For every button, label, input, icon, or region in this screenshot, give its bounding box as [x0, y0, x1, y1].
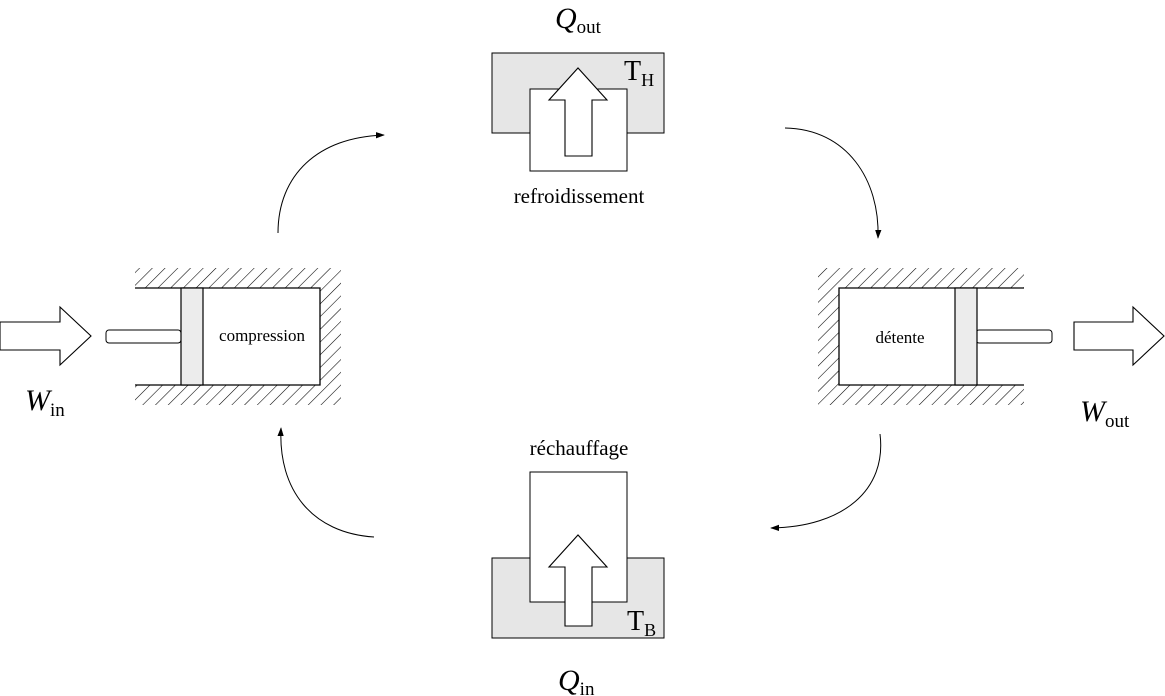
expansion-piston [954, 287, 978, 386]
hot-reservoir-group: Qout TH refroidissement [491, 2, 665, 208]
flow-arrow-heating-to-compression [277, 427, 375, 538]
compression-piston [180, 287, 204, 386]
expansion-piston-rod [975, 329, 1053, 344]
compression-hatch-end [320, 288, 341, 385]
expansion-label: détente [875, 328, 924, 347]
compression-hatch-top [135, 268, 341, 288]
expansion-cylinder-group: détente [818, 268, 1053, 405]
compression-label: compression [219, 326, 305, 345]
work-out-arrow [1073, 305, 1165, 367]
heat-in-arrow [547, 534, 609, 627]
flow-arrow-expansion-to-heating [770, 433, 882, 532]
cold-reservoir-group: réchauffage TB Qin [491, 436, 665, 696]
expansion-cylinder-wall [838, 287, 1024, 386]
w-out-label: Wout [1080, 395, 1130, 432]
heat-out-arrow [547, 67, 609, 157]
flow-arrow-cooling-to-expansion [784, 127, 882, 239]
q-in-label: Qin [558, 664, 595, 696]
compression-hatch-bottom [135, 385, 341, 405]
heating-label: réchauffage [530, 436, 629, 460]
work-in-arrow [0, 305, 92, 367]
flow-arrow-compression-to-cooling [277, 132, 385, 234]
hot-reservoir-temperature: TH [624, 56, 654, 90]
cooling-label: refroidissement [514, 184, 645, 208]
q-out-label: Qout [555, 2, 602, 38]
expansion-hatch-bottom [818, 385, 1024, 405]
cold-reservoir-temperature: TB [627, 606, 656, 640]
compression-cylinder-group: compression [105, 268, 341, 405]
expansion-hatch-top [818, 268, 1024, 288]
expansion-hatch-end [818, 288, 839, 385]
w-in-label: Win [25, 384, 65, 421]
compression-piston-rod [105, 329, 182, 344]
